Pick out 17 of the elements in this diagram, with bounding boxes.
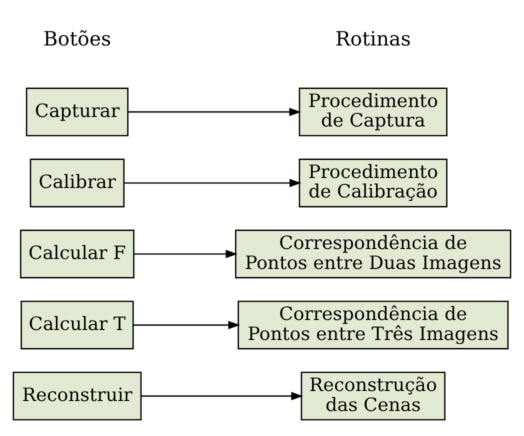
arrow xyxy=(141,391,304,400)
node-box: Reconstruir xyxy=(12,371,142,420)
arrow xyxy=(134,249,238,258)
node-box: Calibrar xyxy=(30,158,125,207)
node-box: Calcular T xyxy=(20,300,134,349)
arrow xyxy=(128,107,302,116)
node-box: Procedimento de Captura xyxy=(298,87,448,136)
node-box: Correspondência de Pontos entre Três Imagens xyxy=(238,300,509,349)
node-box: Correspondência de Pontos entre Duas Imagens xyxy=(235,229,512,278)
node-box: Reconstrução das Cenas xyxy=(300,371,446,420)
arrow xyxy=(124,178,302,187)
arrow xyxy=(133,320,240,329)
node-box: Capturar xyxy=(26,87,128,136)
label: Botões xyxy=(43,27,112,50)
node-box: Calcular F xyxy=(20,229,134,278)
label: Rotinas xyxy=(335,27,411,50)
node-box: Procedimento de Calibração xyxy=(298,158,448,207)
